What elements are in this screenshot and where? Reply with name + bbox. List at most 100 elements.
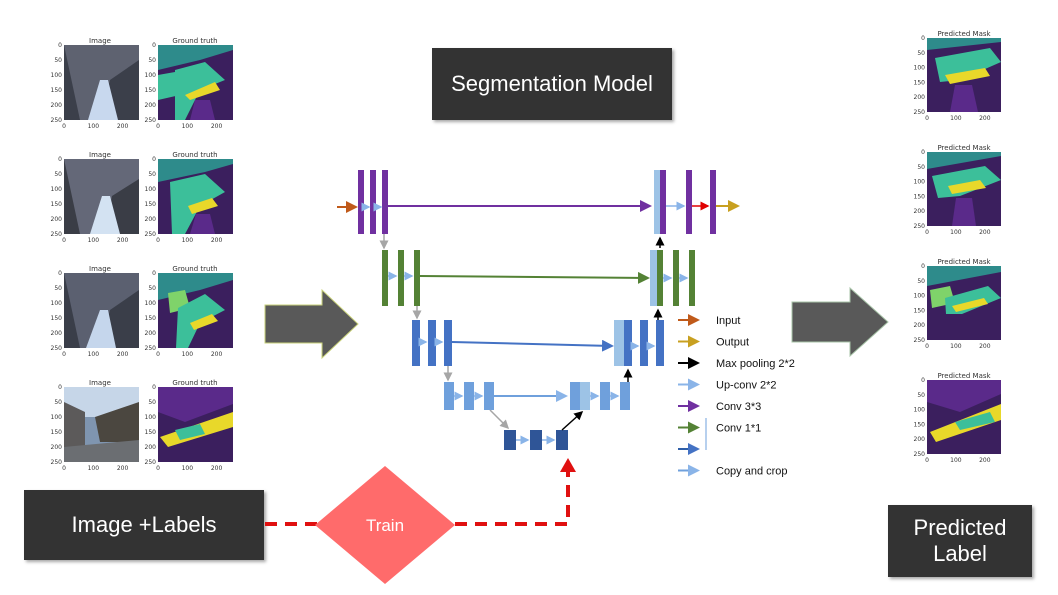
legend-label: Output [716,337,749,349]
y-tick-label: 50 [148,399,156,406]
y-tick-label: 150 [145,201,157,208]
image-plot-title: Image [89,37,111,45]
y-tick-label: 100 [51,186,63,193]
x-tick-label: 100 [182,351,194,358]
segmentation-model-title: Segmentation Model [432,48,672,120]
input-flow-arrow [264,288,359,360]
train-arrow-head [560,458,576,472]
ground-truth-mask [175,424,205,440]
x-tick-label: 100 [950,229,962,236]
x-tick-label: 200 [211,465,223,472]
y-tick-label: 50 [148,285,156,292]
ground-truth-plot-title: Ground truth [172,37,217,45]
legend-label: Conv 3*3 [716,401,761,413]
y-tick-label: 200 [145,330,157,337]
y-tick-label: 250 [51,345,63,352]
y-tick-label: 50 [54,285,62,292]
x-tick-label: 100 [182,465,194,472]
legend-label: Input [716,315,740,327]
y-tick-label: 250 [914,451,926,458]
street-image [64,440,139,462]
conv-block [484,382,494,410]
conv-block [570,382,580,410]
predicted-mask-image [952,198,976,226]
ground-truth-mask [158,159,233,182]
upconv-arrow [561,410,584,431]
conv-block [656,320,664,366]
y-tick-label: 0 [152,384,156,391]
conv-block [428,320,436,366]
conv-block [640,320,648,366]
y-tick-label: 200 [145,444,157,451]
conv-block [414,250,420,306]
y-tick-label: 250 [914,109,926,116]
upconv-block [580,382,590,410]
pool-arrow [489,409,510,430]
ground-truth-mask [188,198,218,214]
y-tick-label: 100 [145,186,157,193]
predicted-mask-title: Predicted Mask [937,258,991,266]
ground-truth-plot-title: Ground truth [172,151,217,159]
conv-block [444,382,454,410]
predicted-mask-title: Predicted Mask [937,372,991,380]
y-tick-label: 250 [145,459,157,466]
x-tick-label: 0 [156,351,160,358]
y-tick-label: 200 [51,444,63,451]
y-tick-label: 150 [51,315,63,322]
y-tick-label: 150 [914,193,926,200]
x-tick-label: 100 [950,457,962,464]
y-tick-label: 200 [914,322,926,329]
y-tick-label: 250 [914,223,926,230]
y-tick-label: 0 [152,156,156,163]
ground-truth-mask [158,45,233,70]
y-tick-label: 200 [51,102,63,109]
y-tick-label: 250 [51,231,63,238]
y-tick-label: 100 [51,300,63,307]
predicted-panels: Predicted Mask Predicted Mask Predicted … [927,30,1001,454]
bottleneck-block [504,430,516,450]
predicted-mask-image [932,166,1001,198]
train-diamond [315,466,455,584]
conv-block [382,250,388,306]
input-panel-row: Image Ground truth [64,151,233,234]
street-image [64,159,139,234]
y-tick-label: 250 [914,337,926,344]
bottleneck-block [530,430,542,450]
predicted-mask-image [952,298,988,312]
predicted-mask-image [935,48,1001,82]
ground-truth-mask [190,314,218,330]
predicted-mask-image [955,412,995,430]
y-tick-label: 50 [917,164,925,171]
ground-truth-mask [190,214,215,234]
y-tick-label: 100 [914,293,926,300]
y-tick-label: 50 [917,50,925,57]
conv-block [358,170,364,234]
ground-truth-mask [185,82,220,100]
train-label: Train [366,516,404,535]
y-tick-label: 150 [51,87,63,94]
conv-block [600,382,610,410]
y-tick-label: 100 [914,65,926,72]
y-tick-label: 200 [145,102,157,109]
y-tick-label: 50 [54,399,62,406]
y-tick-label: 0 [921,377,925,384]
y-tick-label: 150 [145,87,157,94]
legend-label: Up-conv 2*2 [716,380,777,392]
predicted-panel: Predicted Mask [927,258,1001,340]
y-tick-label: 250 [145,345,157,352]
predicted-panel: Predicted Mask [927,372,1001,454]
conv-block [398,250,404,306]
y-tick-label: 100 [145,300,157,307]
conv-block [710,170,716,234]
predicted-mask-image [948,180,986,194]
x-tick-label: 100 [88,465,100,472]
y-tick-label: 150 [145,429,157,436]
y-tick-label: 0 [152,42,156,49]
y-tick-label: 200 [145,216,157,223]
y-tick-label: 100 [914,407,926,414]
street-image [88,80,118,120]
x-tick-label: 100 [88,123,100,130]
conv-block [444,320,452,366]
